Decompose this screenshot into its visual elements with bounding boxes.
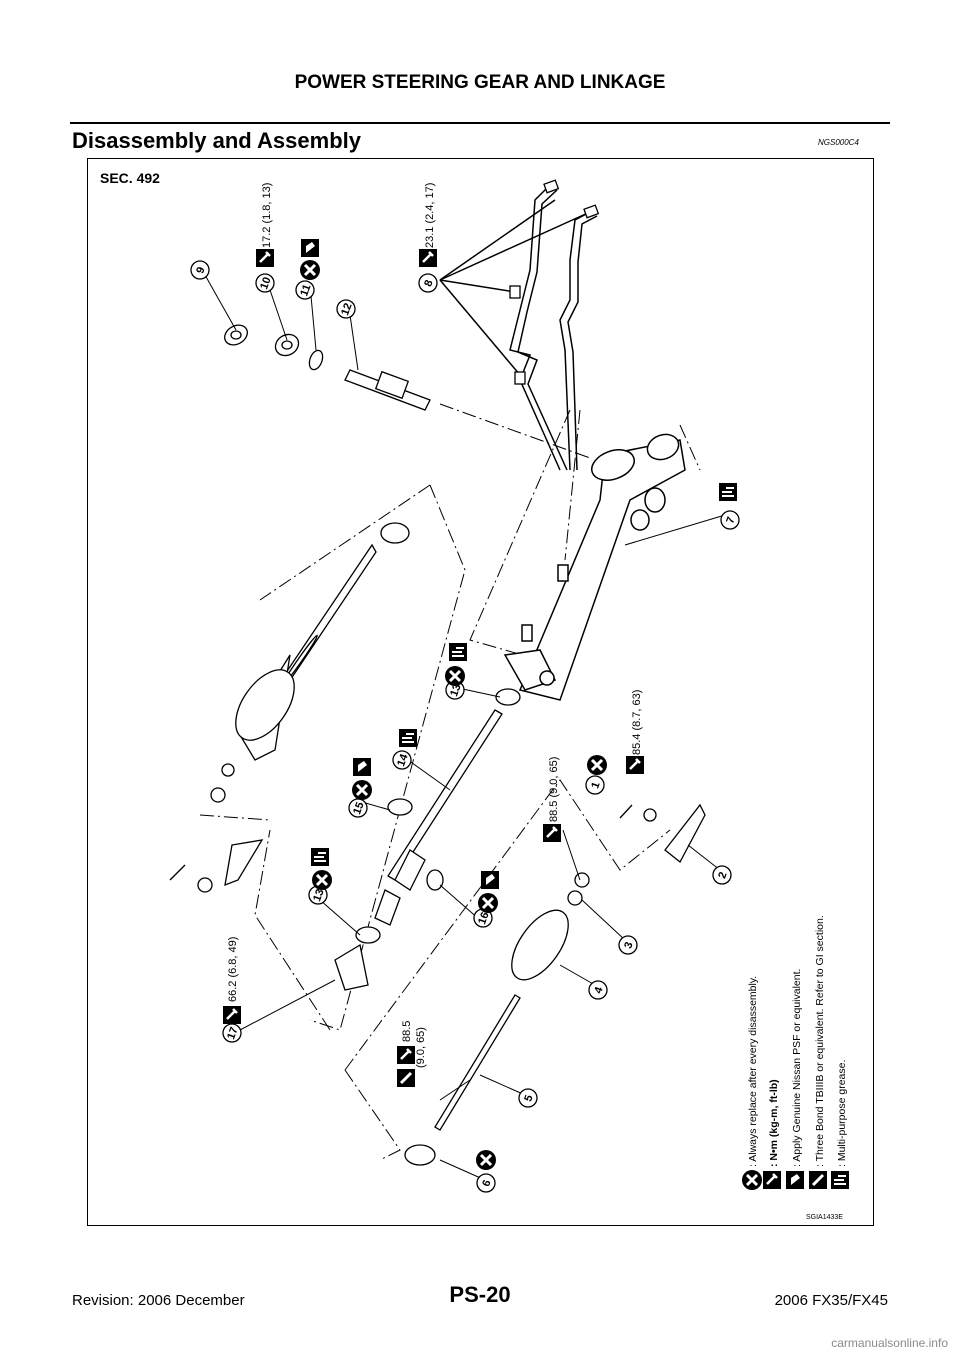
torque-symbol-8 (417, 247, 439, 269)
part-number: 16 (476, 911, 491, 927)
legend-replace-icon (740, 1168, 764, 1192)
legend-psf-text: : Apply Genuine Nissan PSF or equivalent… (791, 969, 803, 1167)
sec-label: SEC. 492 (100, 170, 160, 186)
psf-symbol-15 (353, 758, 371, 776)
torque-symbol-10 (254, 247, 276, 269)
part-number: 1 (589, 780, 602, 790)
torque-symbol-3 (541, 822, 563, 844)
section-code: NGS000C4 (818, 138, 859, 147)
torque-symbol-5 (395, 1044, 417, 1066)
torque-label-5b: (9.0, 65) (415, 1027, 427, 1068)
part-number: 14 (395, 752, 411, 768)
page-number: PS-20 (449, 1282, 511, 1307)
part-17-bubble: 17 (222, 1023, 242, 1043)
grease-symbol-14 (398, 728, 418, 748)
legend-grease-icon (830, 1170, 850, 1190)
part-6-bubble: 6 (476, 1173, 496, 1193)
torque-symbol-1 (624, 754, 646, 776)
replace-symbol-1 (585, 753, 609, 777)
replace-symbol-15 (350, 778, 374, 802)
bond-symbol-5 (395, 1067, 417, 1089)
figure-frame (87, 158, 874, 1226)
page-header-title: POWER STEERING GEAR AND LINKAGE (294, 72, 666, 93)
grease-symbol-7 (718, 482, 738, 502)
part-14-bubble: 14 (392, 750, 412, 770)
part-number: 13 (448, 683, 463, 699)
part-number: 15 (351, 801, 366, 817)
part-2-bubble: 2 (712, 865, 732, 885)
part-number: 4 (592, 985, 606, 996)
replace-symbol-13a (443, 664, 467, 688)
part-number: 9 (194, 265, 207, 275)
part-number: 11 (298, 283, 313, 298)
section-title: Disassembly and Assembly (72, 128, 361, 153)
legend-bond-icon (807, 1169, 829, 1191)
part-number: 5 (522, 1093, 535, 1103)
torque-label-1: 85.4 (8.7, 63) (631, 690, 643, 755)
part-3-bubble: 3 (618, 935, 638, 955)
part-number: 17 (225, 1026, 240, 1042)
torque-label-10: 17.2 (1.8, 13) (261, 183, 273, 248)
part-7-bubble: 7 (720, 510, 740, 530)
torque-label-8: 23.1 (2.4, 17) (424, 183, 436, 248)
replace-symbol-13b (310, 868, 334, 892)
part-number: 10 (258, 276, 273, 292)
part-number: 8 (422, 278, 435, 288)
legend-torque-icon (761, 1169, 783, 1191)
torque-label-3: 88.5 (9.0, 65) (548, 757, 560, 822)
part-5-bubble: 5 (518, 1088, 538, 1108)
part-4-bubble: 4 (588, 980, 608, 1000)
part-number: 12 (339, 302, 354, 318)
vehicle-model: 2006 FX35/FX45 (774, 1292, 888, 1309)
part-number: 3 (622, 940, 635, 950)
part-9-bubble: 9 (190, 260, 210, 280)
replace-symbol-6 (474, 1148, 498, 1172)
legend-grease-text: : Multi-purpose grease. (836, 1060, 848, 1167)
grease-symbol-13a (448, 642, 468, 662)
revision-date: Revision: 2006 December (72, 1292, 245, 1309)
figure-code: SGIA1433E (806, 1214, 843, 1221)
legend-replace-text: : Always replace after every disassembly… (747, 976, 759, 1167)
part-number: 7 (724, 515, 737, 525)
part-12-bubble: 12 (336, 299, 356, 319)
part-number: 2 (716, 870, 729, 880)
psf-symbol-16 (481, 871, 499, 889)
part-10-bubble: 10 (255, 273, 275, 293)
torque-label-5a: 88.5 (401, 1021, 413, 1042)
header-rule (70, 122, 890, 124)
replace-symbol-11 (298, 258, 322, 282)
legend-bond-text: : Three Bond TBIIIB or equivalent. Refer… (814, 915, 826, 1167)
part-11-bubble: 11 (295, 280, 315, 300)
legend-torque-text: : N•m (kg-m, ft-lb) (768, 1079, 780, 1167)
torque-label-17: 66.2 (6.8, 49) (227, 937, 239, 1002)
replace-symbol-16 (476, 891, 500, 915)
part-8-bubble: 8 (418, 273, 438, 293)
part-number: 13 (311, 888, 326, 904)
watermark: carmanualsonline.info (831, 1336, 948, 1350)
grease-symbol-13b (310, 847, 330, 867)
part-1-bubble: 1 (585, 775, 605, 795)
part-15-bubble: 15 (348, 798, 368, 818)
torque-symbol-17 (221, 1004, 243, 1026)
part-number: 6 (480, 1178, 493, 1188)
psf-symbol-11 (301, 239, 319, 257)
legend-psf-icon (786, 1171, 804, 1189)
part-13a-bubble: 13 (445, 680, 465, 700)
